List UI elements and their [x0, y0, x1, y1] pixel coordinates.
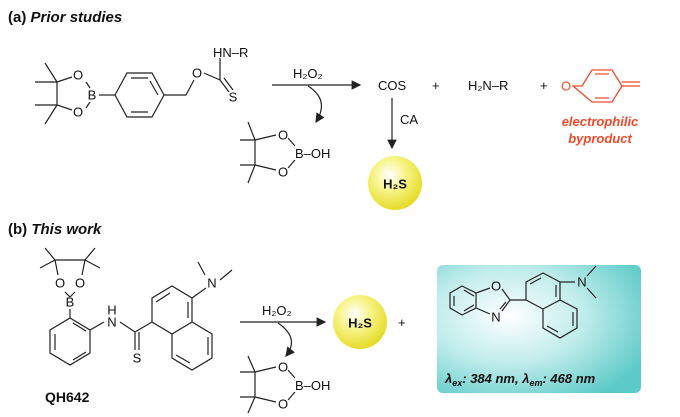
- svg-text:(b) This work: (b) This work: [8, 221, 102, 238]
- section-b-heading: (b) This work: [8, 221, 102, 238]
- cos-product: COS: [378, 78, 407, 93]
- fluorophore-product-box: O N N λex: 384 nm, λem: 468 nm: [437, 265, 641, 393]
- svg-text:S: S: [133, 351, 142, 366]
- pinacol-boronic-acid-a: O O B–OH: [240, 121, 330, 184]
- probe-name-label: QH642: [45, 389, 90, 405]
- svg-text:N: N: [577, 275, 586, 290]
- svg-text:O: O: [75, 276, 85, 291]
- h2s-sphere-a: H₂S: [368, 156, 422, 210]
- plus-sign: +: [540, 78, 548, 93]
- svg-text:O: O: [278, 128, 288, 143]
- qh642-probe: O O B N H S N: [39, 247, 233, 371]
- svg-text:H: H: [107, 303, 116, 318]
- svg-text:O: O: [278, 165, 288, 180]
- plus-sign: +: [432, 78, 440, 93]
- svg-text:O: O: [73, 68, 83, 83]
- byproduct-label: byproduct: [568, 131, 632, 146]
- svg-text:HN–R: HN–R: [213, 45, 248, 60]
- svg-text:O: O: [561, 79, 571, 94]
- svg-text:O: O: [491, 279, 501, 294]
- reaction-arrow-a: H₂O₂: [272, 66, 362, 124]
- quinone-methide: O: [561, 69, 640, 103]
- svg-text:B: B: [66, 295, 75, 310]
- electrophilic-label: electrophilic: [562, 114, 639, 129]
- svg-text:O: O: [55, 276, 65, 291]
- plus-sign: +: [398, 315, 406, 330]
- svg-text:B–OH: B–OH: [295, 146, 330, 161]
- svg-text:B–OH: B–OH: [295, 378, 330, 393]
- svg-text:O: O: [278, 360, 288, 375]
- svg-text:H₂O₂: H₂O₂: [293, 66, 323, 81]
- amine-product: H₂N–R: [468, 78, 508, 93]
- svg-text:O: O: [73, 105, 83, 120]
- pinacol-boronic-acid-b: O O B–OH: [240, 355, 330, 414]
- h2s-sphere-b: H₂S: [333, 295, 387, 349]
- svg-text:H₂S: H₂S: [348, 316, 372, 331]
- svg-text:B: B: [88, 88, 97, 103]
- photophysical-properties: λex: 384 nm, λem: 468 nm: [444, 371, 596, 388]
- svg-text:N: N: [207, 276, 216, 291]
- svg-text:O: O: [278, 397, 288, 412]
- ca-label: CA: [400, 112, 418, 127]
- boronate-thiocarbamate: O O B O S HN–R: [35, 45, 248, 125]
- reaction-arrow-b: H₂O₂: [240, 303, 327, 357]
- svg-text:N: N: [107, 315, 116, 330]
- svg-text:N: N: [491, 310, 500, 325]
- svg-text:S: S: [229, 90, 238, 105]
- svg-text:(a) Prior studies: (a) Prior studies: [8, 9, 122, 26]
- svg-text:O: O: [192, 66, 202, 81]
- svg-text:H₂O₂: H₂O₂: [262, 303, 292, 318]
- section-a-heading: (a) Prior studies: [8, 9, 122, 26]
- svg-text:H₂S: H₂S: [383, 177, 407, 192]
